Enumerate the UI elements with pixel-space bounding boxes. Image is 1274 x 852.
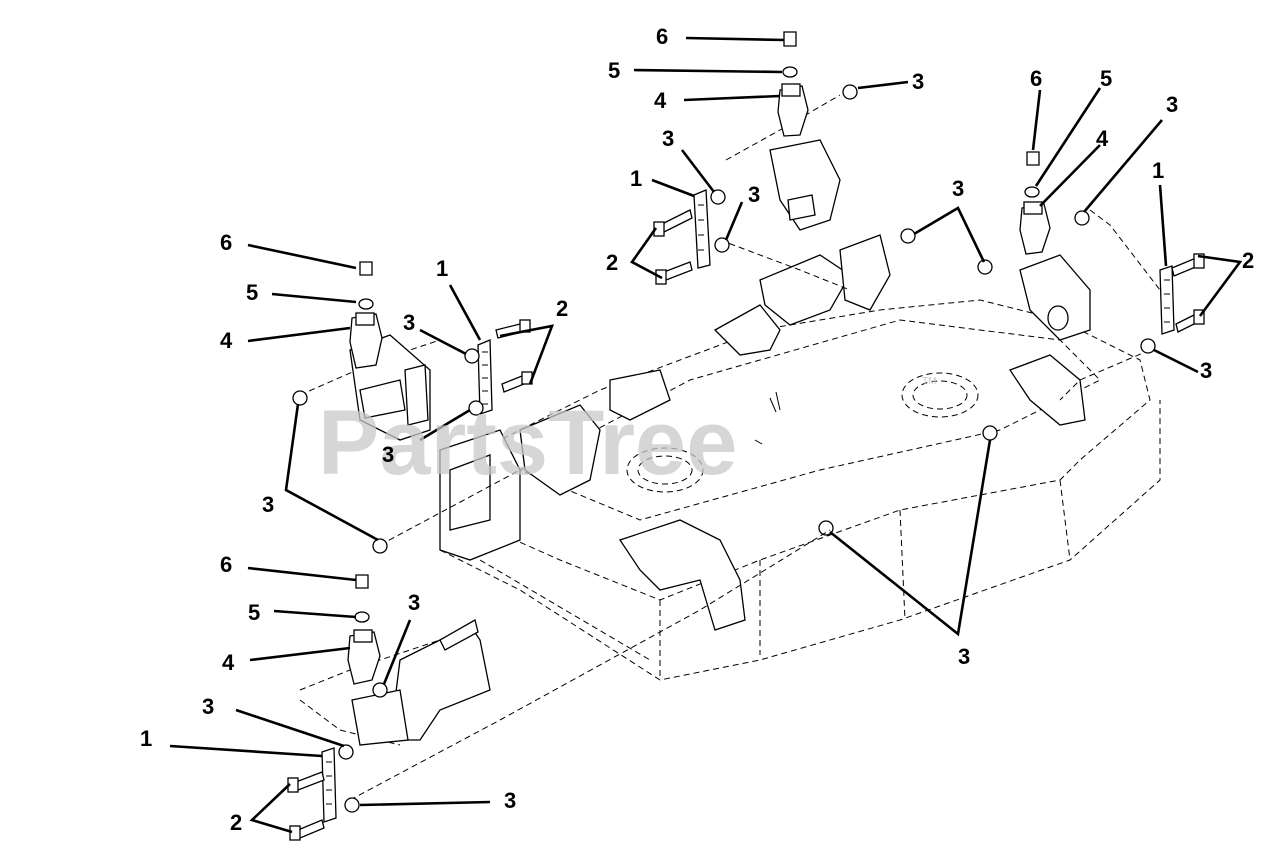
assembly-right <box>818 151 1205 536</box>
watermark-trademark: TM <box>922 376 936 387</box>
callout-6: 6 <box>220 230 232 255</box>
callout-4: 4 <box>1096 126 1109 151</box>
assembly-top <box>653 31 858 291</box>
callout-3: 3 <box>1166 92 1178 117</box>
watermark: PartsTree TM <box>318 376 936 494</box>
callout-6: 6 <box>220 552 232 577</box>
callout-2: 2 <box>230 810 242 835</box>
callout-6: 6 <box>1030 66 1042 91</box>
callout-2: 2 <box>556 296 568 321</box>
callout-3: 3 <box>403 310 415 335</box>
callout-5: 5 <box>608 58 620 83</box>
assembly-bottom <box>287 529 831 841</box>
callout-3: 3 <box>262 492 274 517</box>
callout-3: 3 <box>202 694 214 719</box>
callout-4: 4 <box>654 88 667 113</box>
callout-1: 1 <box>436 256 448 281</box>
callout-5: 5 <box>248 600 260 625</box>
callout-3: 3 <box>1200 358 1212 383</box>
callout-2: 2 <box>1242 248 1254 273</box>
callout-5: 5 <box>1100 66 1112 91</box>
callout-4: 4 <box>220 328 233 353</box>
callout-3: 3 <box>952 176 964 201</box>
callout-5: 5 <box>246 280 258 305</box>
callout-1: 1 <box>630 166 642 191</box>
callout-6: 6 <box>656 24 668 49</box>
callout-3: 3 <box>408 590 420 615</box>
callout-3: 3 <box>748 182 760 207</box>
watermark-text: PartsTree <box>318 392 737 494</box>
callout-1: 1 <box>140 726 152 751</box>
callout-3: 3 <box>958 644 970 669</box>
callout-3: 3 <box>504 788 516 813</box>
leader-lines <box>169 36 1243 834</box>
mower-deck <box>439 299 1161 681</box>
callout-3: 3 <box>382 442 394 467</box>
callout-3: 3 <box>662 126 674 151</box>
callout-3: 3 <box>912 69 924 94</box>
callout-numbers: 6 5 4 3 3 3 1 2 6 5 4 3 3 1 3 2 6 5 4 3 … <box>140 24 1254 835</box>
deck-mount-brackets <box>439 234 1086 631</box>
callout-4: 4 <box>222 650 235 675</box>
assembly-left <box>292 261 533 554</box>
callout-2: 2 <box>606 250 618 275</box>
callout-1: 1 <box>1152 158 1164 183</box>
